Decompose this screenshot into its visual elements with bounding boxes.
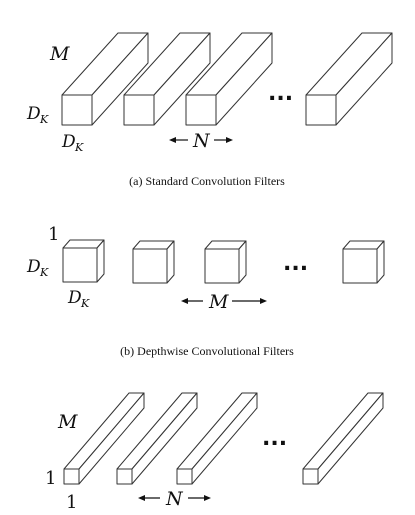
height-label: D K — [26, 257, 49, 279]
svg-text:D: D — [61, 132, 76, 152]
count-label: N — [192, 130, 211, 152]
filter-box — [62, 239, 105, 283]
panel-c: ... M 1 1 N — [45, 392, 384, 513]
depth-label: M — [49, 43, 70, 65]
svg-text:K: K — [39, 266, 49, 279]
width-label: D K — [67, 288, 90, 310]
count-arrow: M — [181, 291, 267, 313]
panel-b: ... 1 D K D K M (b) Depthwise Convolutio… — [26, 224, 385, 358]
filter-box — [123, 32, 211, 126]
count-label: M — [208, 291, 229, 313]
caption-b: (b) Depthwise Convolutional Filters — [120, 344, 294, 358]
depth-label: M — [57, 411, 78, 433]
filter-box — [61, 32, 149, 126]
filter-box — [185, 32, 273, 126]
filter-box — [132, 240, 175, 284]
depth-label: 1 — [48, 224, 59, 245]
width-label: 1 — [66, 492, 77, 513]
svg-text:D: D — [67, 288, 82, 308]
count-label: N — [165, 488, 184, 510]
svg-text:K: K — [39, 113, 49, 126]
svg-text:K: K — [74, 141, 84, 154]
panel-a: ... M D K D K N (a) Standard Convolution… — [26, 32, 393, 188]
height-label: D K — [26, 104, 49, 126]
filter-box — [204, 240, 247, 284]
filter-box — [305, 32, 393, 126]
width-label: D K — [61, 132, 84, 154]
filter-box — [176, 392, 258, 485]
svg-text:D: D — [26, 104, 41, 124]
height-label: 1 — [45, 468, 56, 489]
filter-box — [302, 392, 384, 485]
svg-text:D: D — [26, 257, 41, 277]
count-arrow: N — [169, 130, 233, 152]
ellipsis: ... — [262, 426, 287, 451]
svg-text:K: K — [80, 297, 90, 310]
count-arrow: N — [138, 488, 211, 510]
caption-a: (a) Standard Convolution Filters — [129, 174, 285, 188]
ellipsis: ... — [268, 81, 293, 106]
filter-box — [116, 392, 198, 485]
ellipsis: ... — [283, 251, 308, 276]
filter-box — [342, 240, 385, 284]
filter-box — [63, 392, 145, 485]
